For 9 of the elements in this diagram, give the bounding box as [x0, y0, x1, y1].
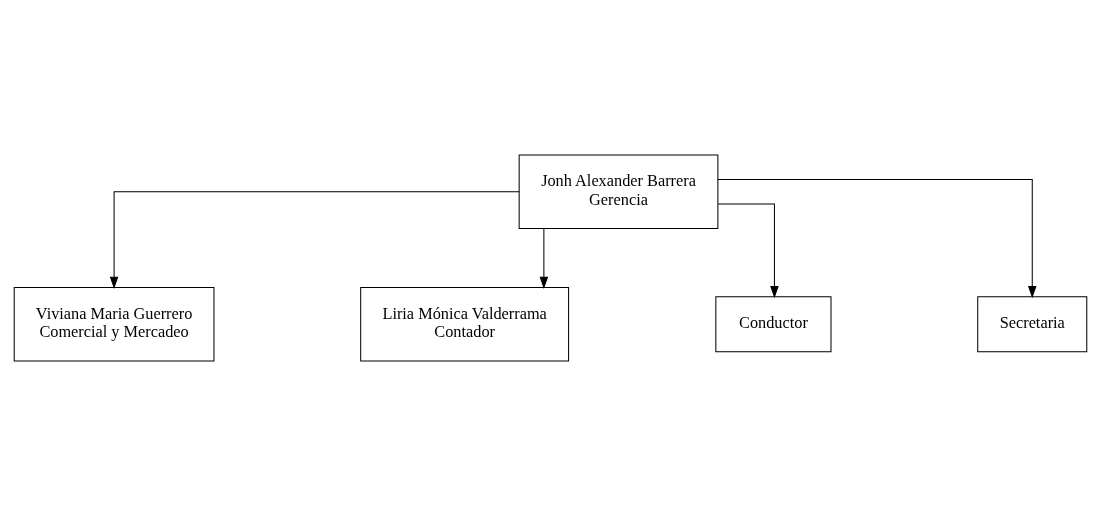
arrow [717, 178, 1037, 298]
node-box: Secretaria [977, 295, 1088, 352]
arrow [539, 227, 549, 289]
arrow [109, 190, 520, 289]
node-box: Jonh Alexander Barrera Gerencia [518, 154, 719, 229]
node-box: Conductor [715, 295, 832, 352]
arrow [717, 203, 779, 298]
node-box: Liria Mónica Valderrama Contador [360, 286, 570, 361]
node-box: Viviana Maria Guerrero Comercial y Mercadeo [13, 286, 215, 361]
